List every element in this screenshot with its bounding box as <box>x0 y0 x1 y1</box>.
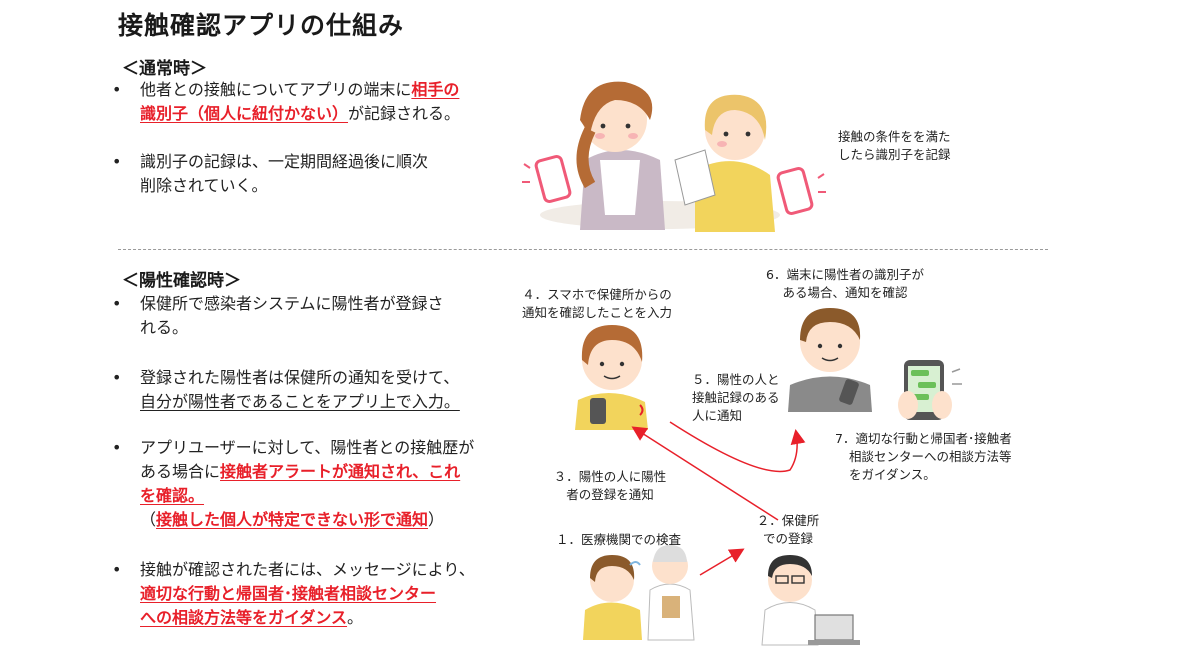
positive-heading: ＜陽性確認時＞ <box>122 271 241 291</box>
bullet-text: 登録された陽性者は保健所の通知を受けて、 <box>140 368 460 387</box>
bullet-text: 保健所で感染者システムに陽性者が登録さ <box>140 294 444 313</box>
bullet-dot: • <box>112 80 122 99</box>
phone-chat-illustration <box>898 360 962 420</box>
step-text: 通知を確認したことを入力 <box>521 305 672 320</box>
arrow-2-to-3 <box>631 426 779 521</box>
bullet-text: 接触が確認された者には、メッセージにより、 <box>140 560 475 579</box>
step-2-label: ２．保健所 での登録 <box>738 512 838 548</box>
bullet-dot: • <box>112 368 122 387</box>
bullet-dot: • <box>112 294 122 313</box>
page-title: 接触確認アプリの仕組み <box>118 11 405 40</box>
step-text: ５．陽性の人と <box>692 372 780 387</box>
step-text: 人に通知 <box>692 408 743 423</box>
positive-bullet-2: • 登録された陽性者は保健所の通知を受けて、 自分が陽性者であることをアプリ上で… <box>112 366 520 414</box>
positive-bullet-1: • 保健所で感染者システムに陽性者が登録さ れる。 <box>112 292 520 340</box>
bullet-text: れる。 <box>140 318 189 337</box>
bullet-text: 削除されていく。 <box>140 176 268 195</box>
arrow-1-to-2 <box>699 548 745 576</box>
arrow-4-to-6 <box>669 421 806 473</box>
step-text: ４．スマホで保健所からの <box>522 287 672 302</box>
bullet-text: 。 <box>347 608 364 627</box>
highlight-text: 接触した個人が特定できない形で通知 <box>156 510 429 529</box>
bullet-dot: • <box>112 438 122 457</box>
step-text: での登録 <box>762 531 813 546</box>
woman-with-phone-illustration <box>575 325 648 430</box>
bullet-dot: • <box>112 560 122 579</box>
step-1-label: １．医療機関での検査 <box>556 532 682 547</box>
bullet-text: （ <box>140 510 157 529</box>
step-3-label: ３．陽性の人に陽性 者の登録を通知 <box>535 468 685 504</box>
normal-heading: ＜通常時＞ <box>122 59 207 79</box>
health-center-worker-illustration <box>761 555 860 646</box>
bullet-text: 識別子の記録は、一定期間経過後に順次 <box>140 152 429 171</box>
step-text: ３．陽性の人に陽性 <box>553 469 667 484</box>
positive-bullet-4: • 接触が確認された者には、メッセージにより、 適切な行動と帰国者･接触者相談セ… <box>112 558 530 630</box>
normal-bullet-2: • 識別子の記録は、一定期間経過後に順次 削除されていく。 <box>112 150 520 198</box>
bullet-text: ） <box>428 510 445 529</box>
step-7-label: 7．適切な行動と帰国者･接触者 相談センターへの相談方法等 をガイダンス。 <box>835 430 1055 484</box>
underlined-text: 自分が陽性者であることをアプリ上で入力。 <box>140 392 460 411</box>
step-6-label: 6．端末に陽性者の識別子が ある場合、通知を確認 <box>745 266 945 302</box>
bullet-text: ある場合に <box>140 462 221 481</box>
patient-doctor-illustration <box>583 545 695 641</box>
bullet-text: が記録される。 <box>348 104 461 123</box>
highlight-text: 適切な行動と帰国者･接触者相談センター <box>140 584 437 603</box>
bullet-text: 他者との接触についてアプリの端末に <box>140 80 412 99</box>
normal-bullet-1: • 他者との接触についてアプリの端末に相手の 識別子（個人に紐付かない）が記録さ… <box>112 78 520 126</box>
step-text: 者の登録を通知 <box>566 487 654 502</box>
caption-line: したら識別子を記録 <box>838 147 951 162</box>
man-with-phone-illustration <box>788 308 872 412</box>
step-4-label: ４．スマホで保健所からの 通知を確認したことを入力 <box>512 286 682 322</box>
step-text: 6．端末に陽性者の識別子が <box>766 267 924 282</box>
highlight-text: 相手の <box>411 80 460 99</box>
positive-bullet-3: • アプリユーザーに対して、陽性者との接触歴が ある場合に接触者アラートが通知さ… <box>112 436 530 532</box>
step-text: ある場合、通知を確認 <box>782 285 908 300</box>
step-text: 7．適切な行動と帰国者･接触者 <box>835 431 1012 446</box>
two-women-illustration <box>522 81 826 232</box>
step-text: 相談センターへの相談方法等 <box>849 449 1012 464</box>
step-text: 接触記録のある <box>692 390 780 405</box>
highlight-text: を確認。 <box>140 486 205 505</box>
highlight-text: 識別子（個人に紐付かない） <box>140 104 349 123</box>
step-text: ２．保健所 <box>756 513 820 528</box>
bullet-text: アプリユーザーに対して、陽性者との接触歴が <box>140 438 475 457</box>
highlight-text: への相談方法等をガイダンス <box>140 608 348 627</box>
bullet-dot: • <box>112 152 122 171</box>
caption-line: 接触の条件をを満た <box>838 129 951 144</box>
contact-caption: 接触の条件をを満た したら識別子を記録 <box>838 128 951 164</box>
section-divider <box>118 249 1048 250</box>
step-text: をガイダンス。 <box>849 467 936 482</box>
highlight-text: 接触者アラートが通知され、これ <box>220 462 461 481</box>
step-5-label: ５．陽性の人と 接触記録のある 人に通知 <box>692 371 802 425</box>
